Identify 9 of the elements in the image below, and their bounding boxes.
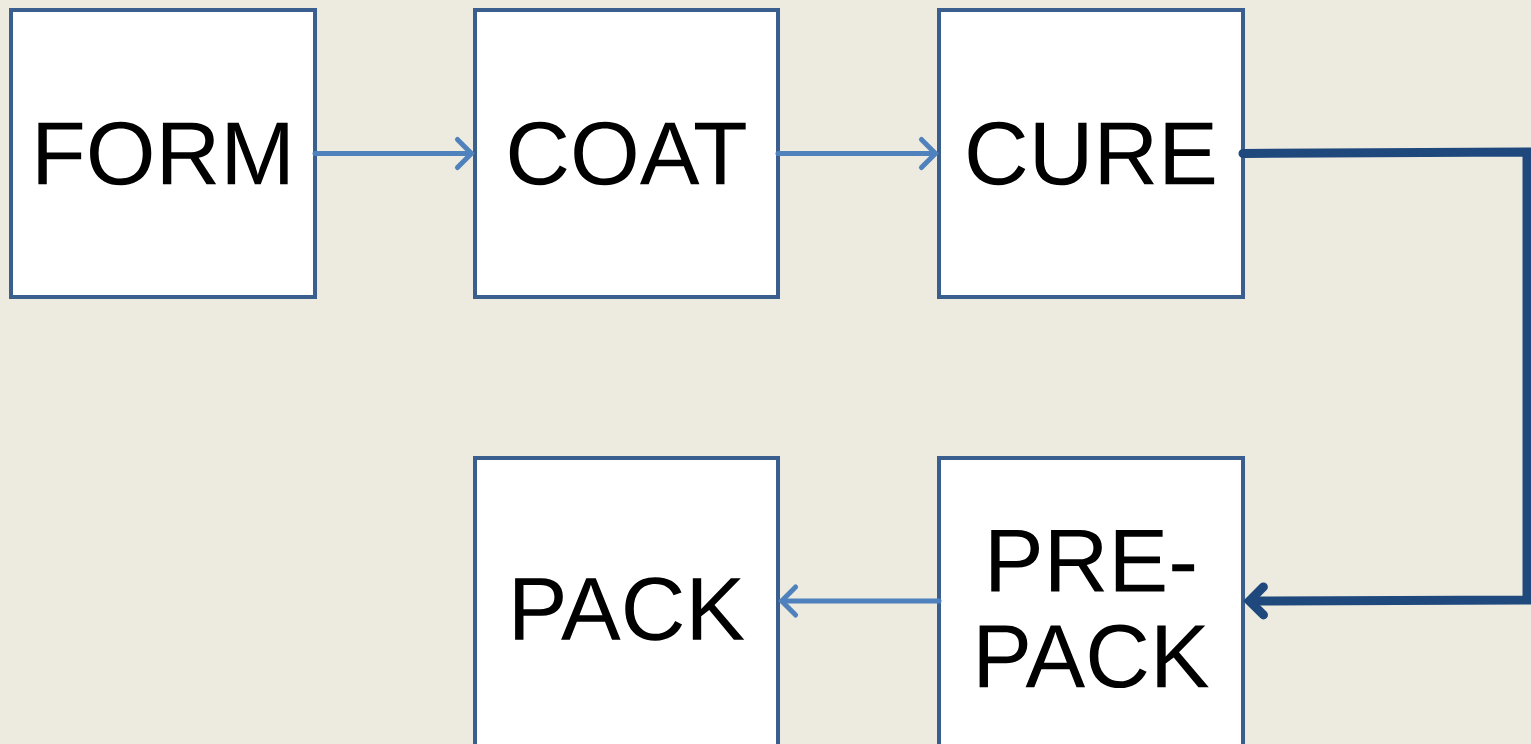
process-box: FORM (9, 8, 317, 299)
process-box: PRE-PACK (937, 456, 1245, 744)
process-box: CURE (937, 8, 1245, 299)
arrow (312, 137, 475, 170)
process-box: COAT (473, 8, 780, 299)
arrow (775, 137, 939, 170)
arrow (1238, 147, 1531, 620)
process-box: PACK (473, 456, 780, 744)
arrow (778, 584, 942, 618)
